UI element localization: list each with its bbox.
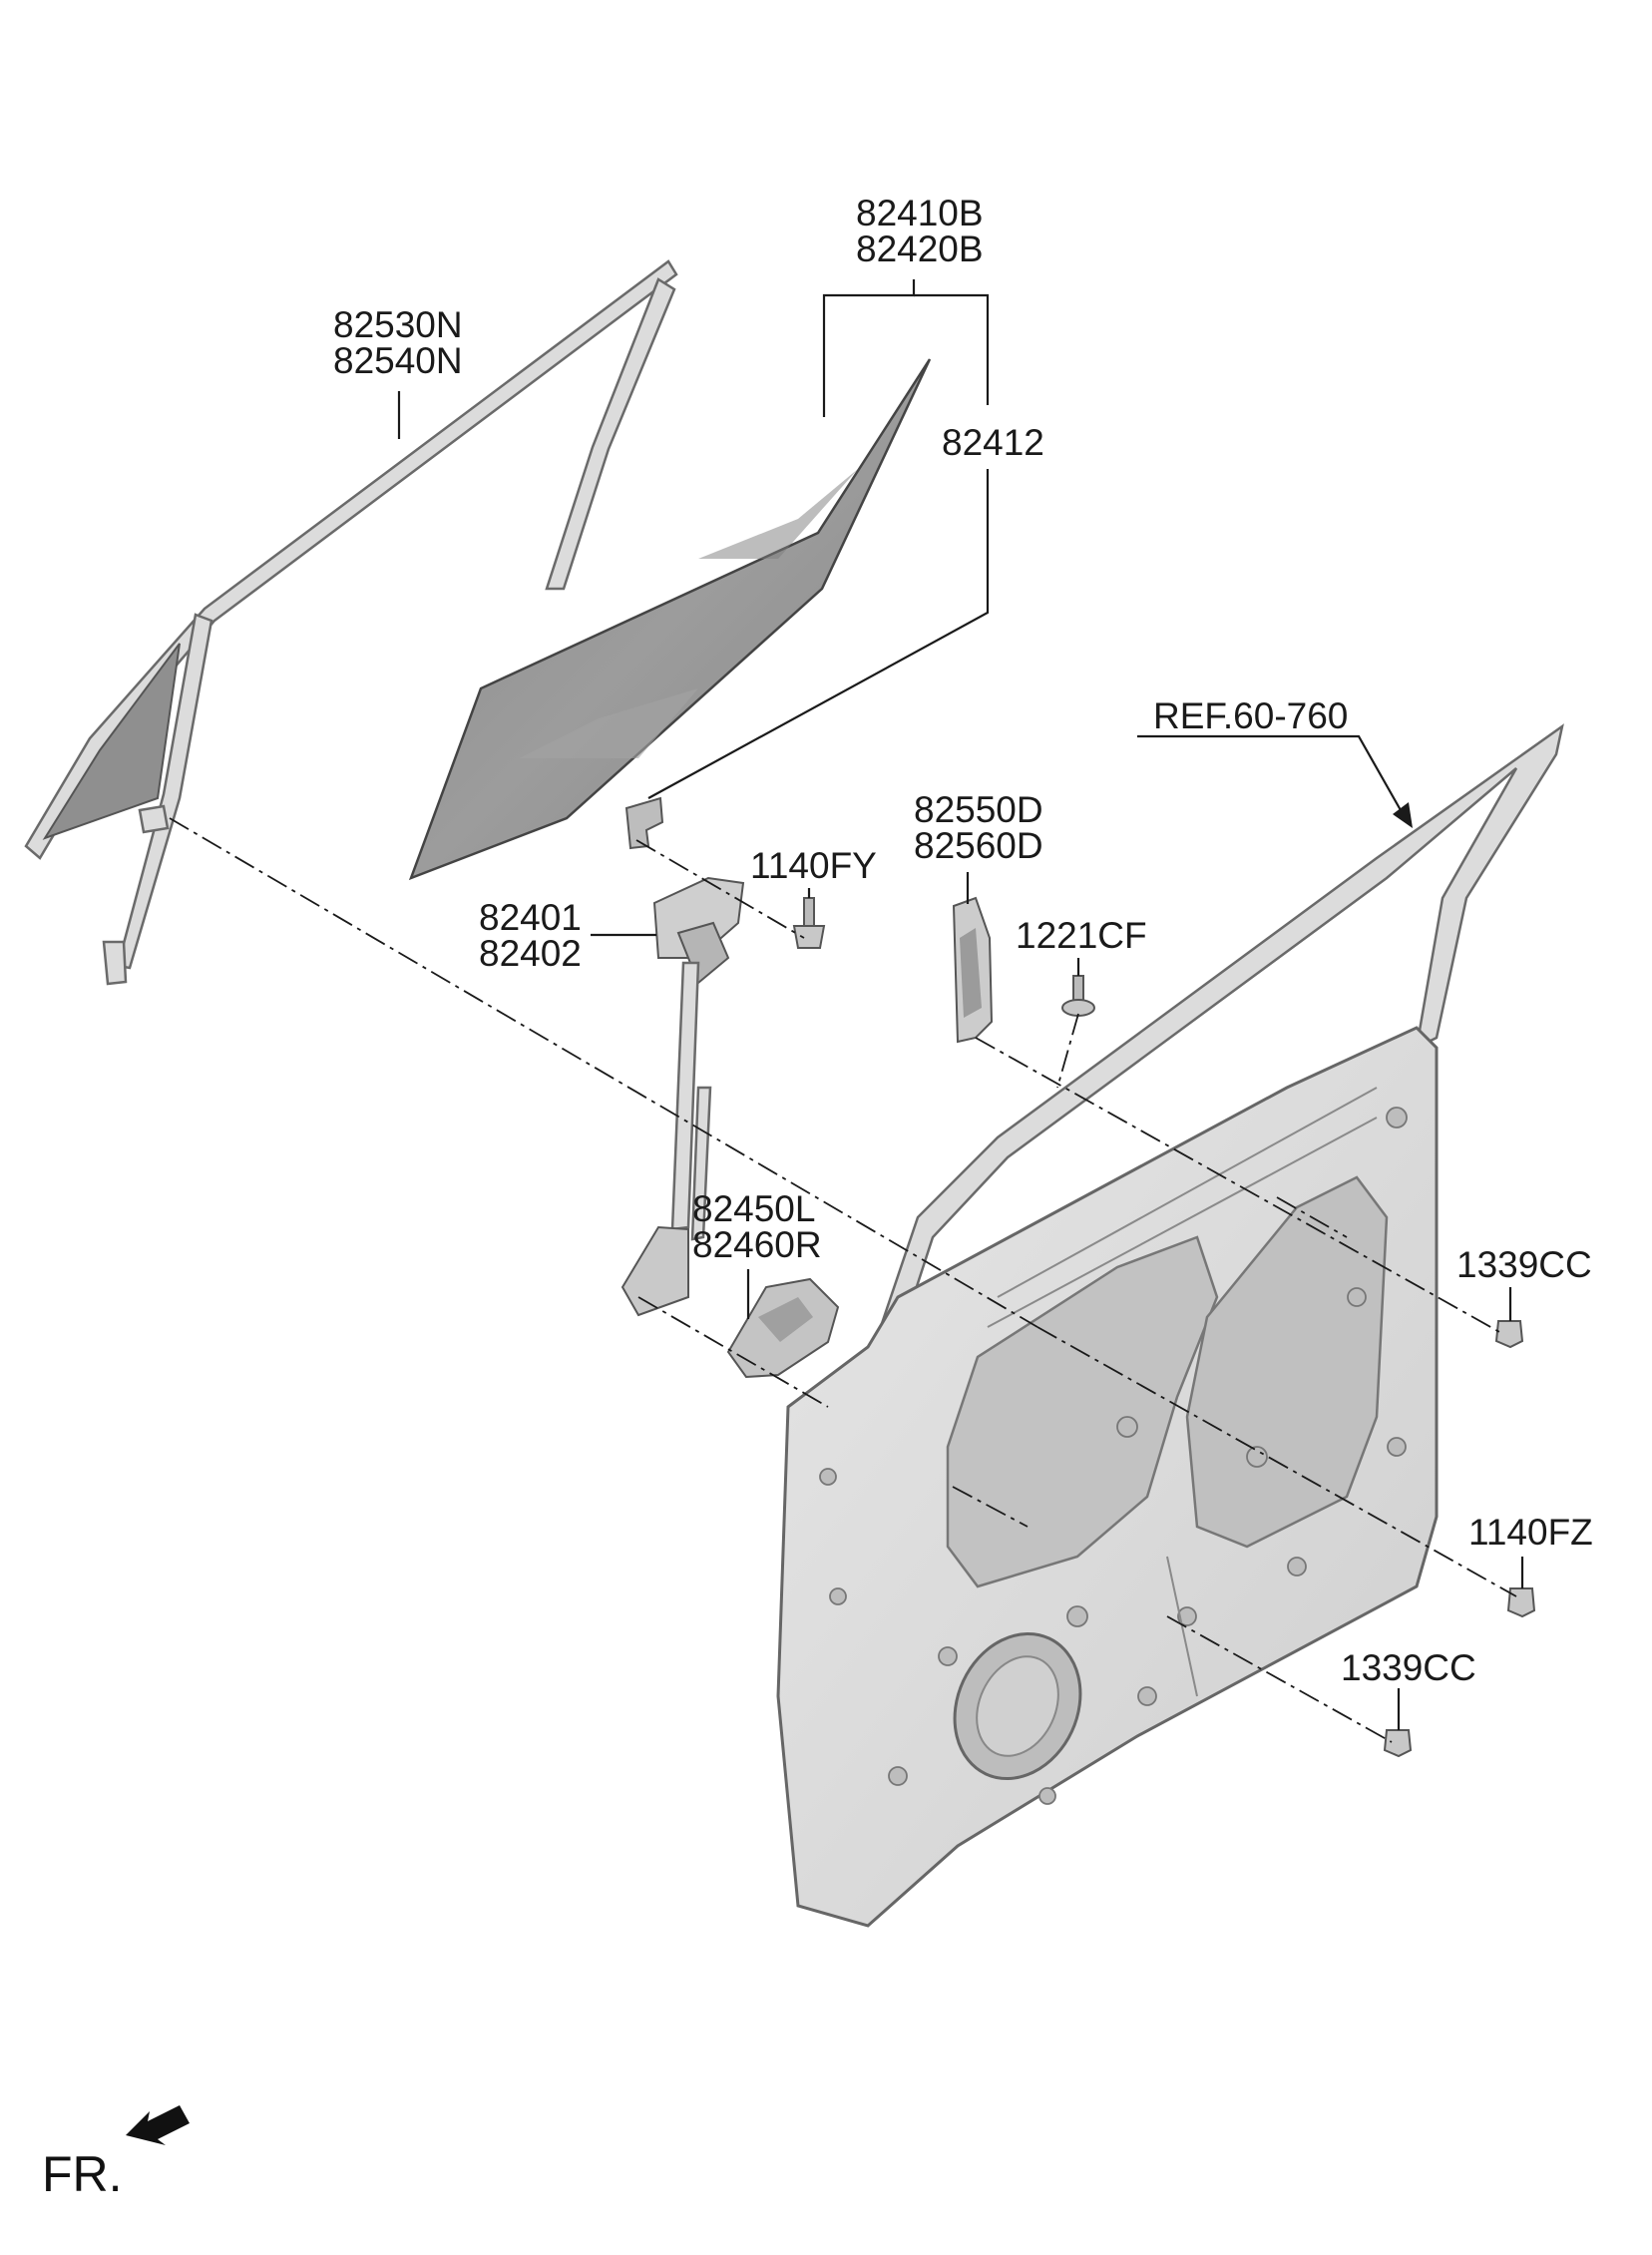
- bolt-1339cc-upper-part: [1494, 1320, 1524, 1349]
- label-motor-2: 82460R: [692, 1224, 822, 1265]
- leader-lines: [397, 279, 1524, 1730]
- bolt-1339cc-lower-part: [1383, 1729, 1413, 1758]
- label-glass-1: 82410B: [856, 193, 984, 233]
- label-regulator-1: 82401: [479, 897, 582, 938]
- label-regulator-2: 82402: [479, 933, 582, 974]
- label-bolt-1339cc-lower: 1339CC: [1341, 1647, 1476, 1688]
- label-delta-molding-2: 82560D: [914, 825, 1043, 866]
- label-bolt-1140fy: 1140FY: [750, 845, 877, 886]
- label-glass-holder: 82412: [942, 422, 1044, 463]
- door-inner-panel-part: [776, 723, 1564, 1928]
- label-bolt-1339cc-upper: 1339CC: [1456, 1244, 1592, 1285]
- bolt-1140fy-part: [792, 897, 826, 949]
- delta-molding-part: [952, 896, 994, 1044]
- assembly-lines: [169, 817, 1517, 1743]
- glass-holder-part: [624, 796, 664, 850]
- label-run-channel-1: 82530N: [333, 304, 463, 345]
- label-door-ref: REF.60-760: [1153, 695, 1348, 736]
- clip-1221cf-part: [1061, 975, 1095, 1017]
- label-motor-1: 82450L: [692, 1188, 815, 1229]
- front-indicator-label: FR.: [42, 2146, 123, 2202]
- bolt-1140fz-part: [1506, 1587, 1536, 1618]
- run-channel-part: [24, 259, 678, 986]
- label-clip-1221cf: 1221CF: [1016, 915, 1147, 956]
- label-run-channel-2: 82540N: [333, 340, 463, 381]
- label-delta-molding-1: 82550D: [914, 789, 1043, 830]
- door-glass-part: [408, 358, 932, 881]
- window-regulator-part: [620, 876, 745, 1317]
- regulator-motor-part: [726, 1277, 840, 1379]
- label-bolt-1140fz: 1140FZ: [1468, 1512, 1593, 1553]
- front-arrow-icon: [126, 2105, 190, 2145]
- label-glass-2: 82420B: [856, 228, 984, 269]
